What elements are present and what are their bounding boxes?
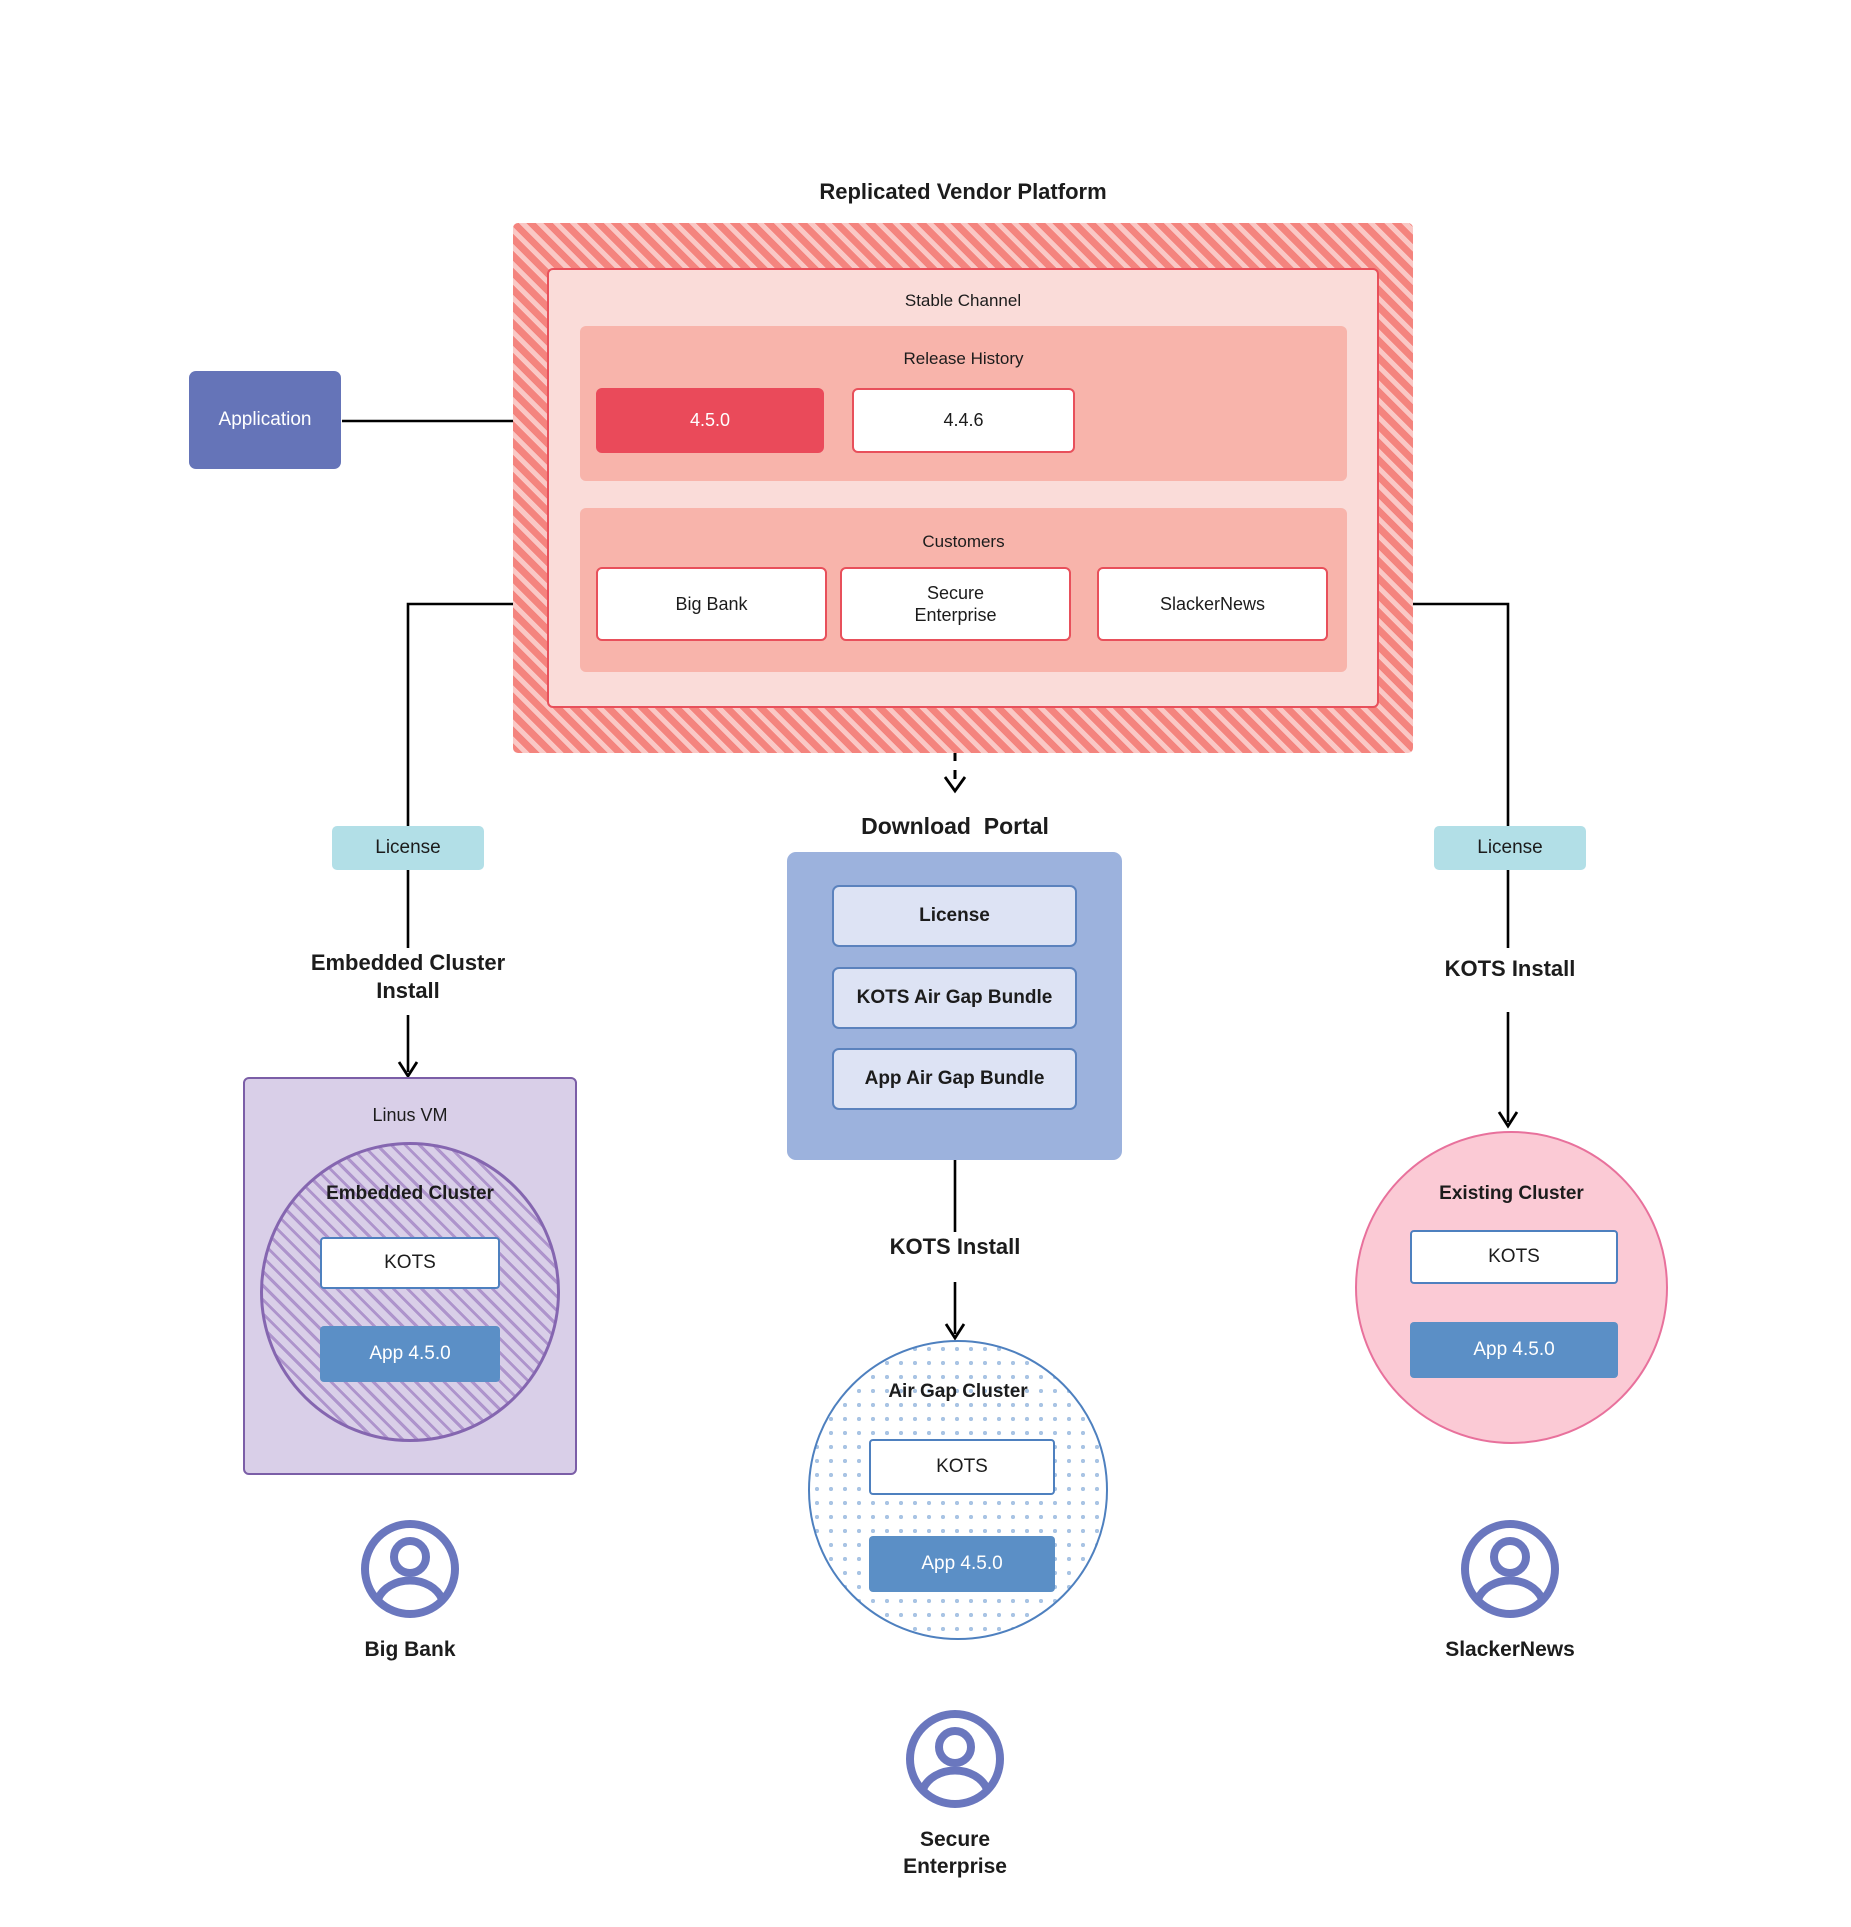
avatar-big-bank [358,1517,462,1621]
avatar-slackernews [1458,1517,1562,1621]
flow-label-kots-install-right: KOTS Install [1444,956,1576,981]
embedded-cluster-circle [260,1142,560,1442]
flow-label-embedded-cluster-install: Embedded Cluster Install [310,950,506,1004]
portal-item-license[interactable]: License [832,885,1077,947]
app-node-embedded[interactable]: App 4.5.0 [320,1326,500,1382]
flow-label-kots-install-center: KOTS Install [889,1234,1021,1259]
arrow-kots-install-to-airgap [944,1323,966,1341]
embedded-cluster-heading: Embedded Cluster [326,1183,494,1204]
persona-label-slackernews: SlackerNews [1445,1638,1575,1661]
application-node[interactable]: Application [189,371,341,469]
customer-card-secure-enterprise[interactable]: Secure Enterprise [840,567,1071,641]
release-history-heading: Release History [903,349,1024,368]
arrow-secure-to-portal [943,776,967,794]
user-avatar-icon [361,1520,459,1618]
user-avatar-icon [906,1710,1004,1808]
stable-channel-heading: Stable Channel [904,291,1022,310]
kots-node-existing[interactable]: KOTS [1410,1230,1618,1284]
download-portal-title: Download Portal [861,813,1049,839]
portal-item-app-air-gap-bundle[interactable]: App Air Gap Bundle [832,1048,1077,1110]
portal-item-kots-air-gap-bundle[interactable]: KOTS Air Gap Bundle [832,967,1077,1029]
page-title: Replicated Vendor Platform [819,179,1107,204]
avatar-secure-enterprise [903,1707,1007,1811]
persona-label-big-bank: Big Bank [364,1638,456,1661]
air-gap-cluster-heading: Air Gap Cluster [888,1381,1028,1402]
release-chip-previous[interactable]: 4.4.6 [852,388,1075,453]
customers-heading: Customers [922,532,1005,551]
arrow-kots-install-right-to-cluster [1497,1111,1519,1129]
customer-card-big-bank[interactable]: Big Bank [596,567,827,641]
kots-node-airgap[interactable]: KOTS [869,1439,1055,1495]
user-avatar-icon [1461,1520,1559,1618]
existing-cluster-heading: Existing Cluster [1439,1183,1584,1204]
linux-vm-heading: Linus VM [372,1105,448,1125]
app-node-airgap[interactable]: App 4.5.0 [869,1536,1055,1592]
release-chip-current[interactable]: 4.5.0 [596,388,824,453]
app-node-existing[interactable]: App 4.5.0 [1410,1322,1618,1378]
license-chip-left[interactable]: License [332,826,484,870]
kots-node-embedded[interactable]: KOTS [320,1237,500,1289]
arrow-embedded-install-to-vm [397,1061,419,1079]
persona-label-secure-enterprise: Secure Enterprise [903,1828,1007,1878]
license-chip-right[interactable]: License [1434,826,1586,870]
existing-cluster-circle [1355,1131,1668,1444]
customer-card-slackernews[interactable]: SlackerNews [1097,567,1328,641]
